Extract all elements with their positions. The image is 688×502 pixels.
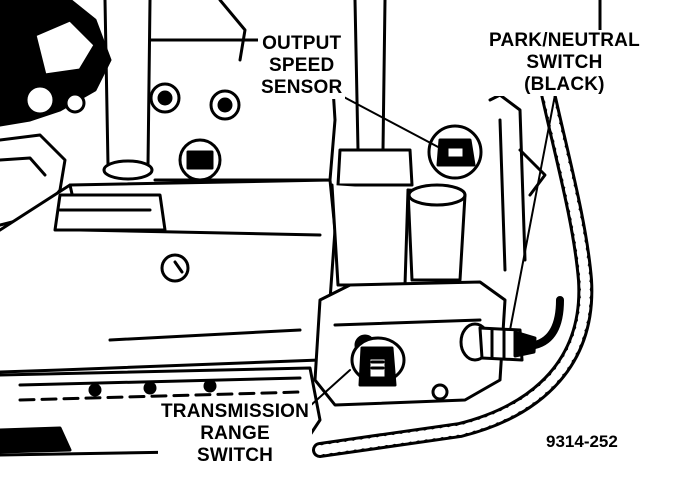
right-housing (488, 0, 602, 272)
park-neutral-switch-line-2: SWITCH (526, 52, 603, 73)
park-neutral-switch-line-3: (BLACK) (524, 74, 605, 95)
transmission-range-switch-line-3: SWITCH (196, 445, 274, 466)
valve-body-tower (313, 183, 507, 407)
left-vertical-tube (102, 0, 154, 181)
transmission-range-switch-line-2: RANGE (200, 423, 270, 444)
transmission-range-switch-line-1: TRANSMISSION (161, 401, 310, 422)
output-speed-sensor-line-2: SPEED (269, 55, 335, 76)
park-neutral-switch-label: PARK/NEUTRAL SWITCH (BLACK) (486, 30, 643, 96)
park-neutral-switch-part (459, 322, 537, 362)
transmission-body (0, 178, 337, 374)
transmission-range-switch-part (350, 336, 406, 387)
transmission-range-switch-label: TRANSMISSION RANGE SWITCH (158, 401, 313, 467)
output-speed-sensor-line-1: OUTPUT (262, 33, 342, 54)
output-speed-sensor-label: OUTPUT SPEED SENSOR (258, 33, 346, 99)
output-speed-sensor-line-3: SENSOR (261, 77, 343, 98)
wiring-harness (312, 72, 594, 458)
center-vertical-pipe (336, 0, 414, 187)
output-speed-sensor-part (427, 124, 483, 180)
figure-number: 9314-252 (546, 432, 618, 451)
park-neutral-switch-line-1: PARK/NEUTRAL (489, 30, 640, 51)
